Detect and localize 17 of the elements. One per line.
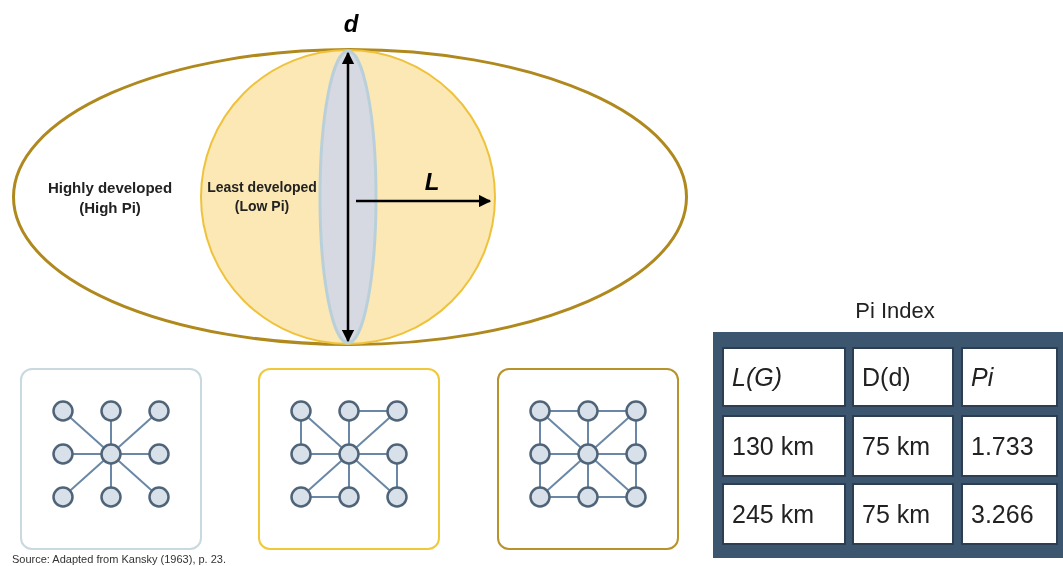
table-cell: 75 km xyxy=(852,415,954,477)
table-cell: Pi xyxy=(961,347,1058,407)
table-cell: 75 km xyxy=(852,483,954,545)
ellipse-region xyxy=(12,48,688,346)
table-cell: 3.266 xyxy=(961,483,1058,545)
table-cell: L(G) xyxy=(722,347,846,407)
table-cell: 1.733 xyxy=(961,415,1058,477)
region-label: Least developed (Low Pi) xyxy=(206,178,318,216)
table-cell: D(d) xyxy=(852,347,954,407)
measure-label: d xyxy=(342,10,360,38)
source-caption: Source: Adapted from Kansky (1963), p. 23. xyxy=(12,553,226,565)
table-cell: 130 km xyxy=(722,415,846,477)
region-label: Highly developed (High Pi) xyxy=(46,178,174,219)
table-title: Pi Index xyxy=(854,298,936,324)
table-cell: 245 km xyxy=(722,483,846,545)
circle-region xyxy=(200,49,496,345)
measure-label: L xyxy=(423,168,441,196)
